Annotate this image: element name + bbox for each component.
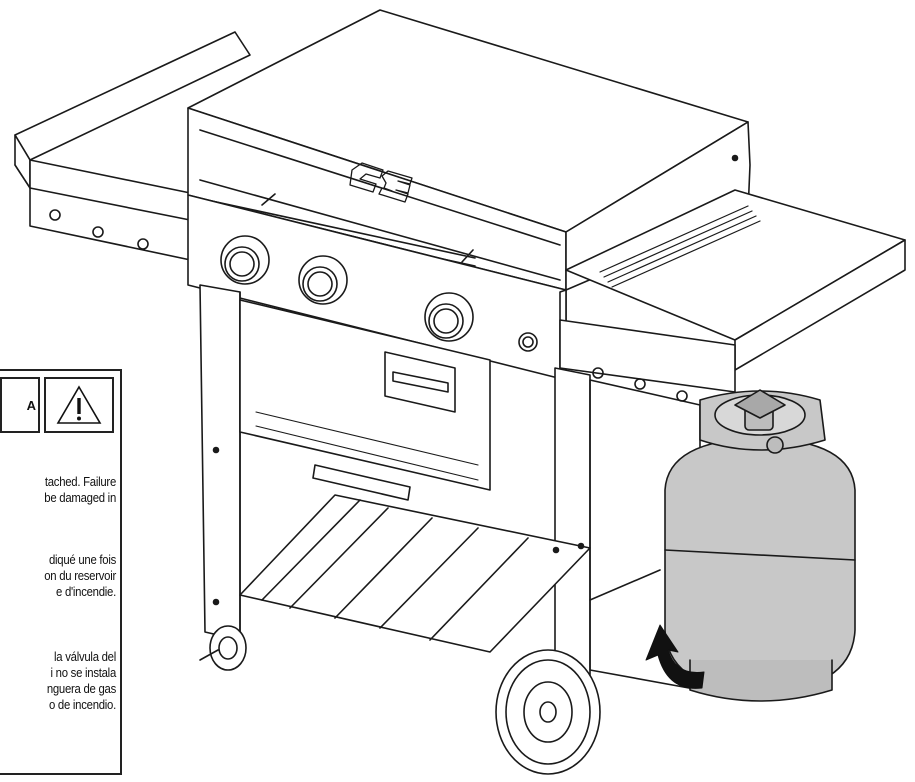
warning-line: i no se instala [50, 665, 117, 680]
warning-line: o de incendio. [48, 697, 116, 712]
warning-line: e d'incendie. [56, 584, 116, 599]
caster-wheel [199, 625, 247, 671]
right-side-shelf [559, 189, 906, 402]
cart-vents [255, 411, 479, 481]
burner-knob[interactable] [298, 255, 348, 305]
warning-word-box: A [0, 377, 40, 433]
control-panel [187, 194, 567, 383]
warning-line: tached. Failure [44, 474, 116, 489]
warning-text-english: tached. Failure be damaged in [13, 474, 116, 506]
burner-knob[interactable] [220, 235, 270, 285]
warning-label-panel: A tached. Failure be damaged in diqué un… [0, 369, 122, 775]
caution-triangle-icon [56, 385, 102, 424]
large-wheel [495, 649, 601, 775]
grill-cart [199, 284, 701, 701]
curved-arrow-icon [645, 624, 705, 689]
warning-line: nguera de gas [46, 681, 116, 696]
warning-text-spanish: la válvula del i no se instala nguera de… [13, 649, 116, 713]
warning-line: la válvula del [54, 649, 116, 664]
shelf-vents [599, 205, 761, 288]
propane-tank [664, 389, 856, 702]
brand-logo [349, 162, 413, 203]
burner-knob[interactable] [424, 292, 474, 342]
igniter-button[interactable] [518, 332, 538, 352]
warning-line: on du reservoir [44, 568, 116, 583]
warning-word: A [26, 397, 36, 413]
grill-lid [187, 9, 751, 291]
warning-line: be damaged in [44, 490, 116, 505]
warning-text-french: diqué une fois on du reservoir e d'incen… [13, 552, 116, 600]
warning-header: A [0, 377, 116, 437]
warning-line: diqué une fois [48, 552, 116, 567]
caution-box [44, 377, 114, 433]
